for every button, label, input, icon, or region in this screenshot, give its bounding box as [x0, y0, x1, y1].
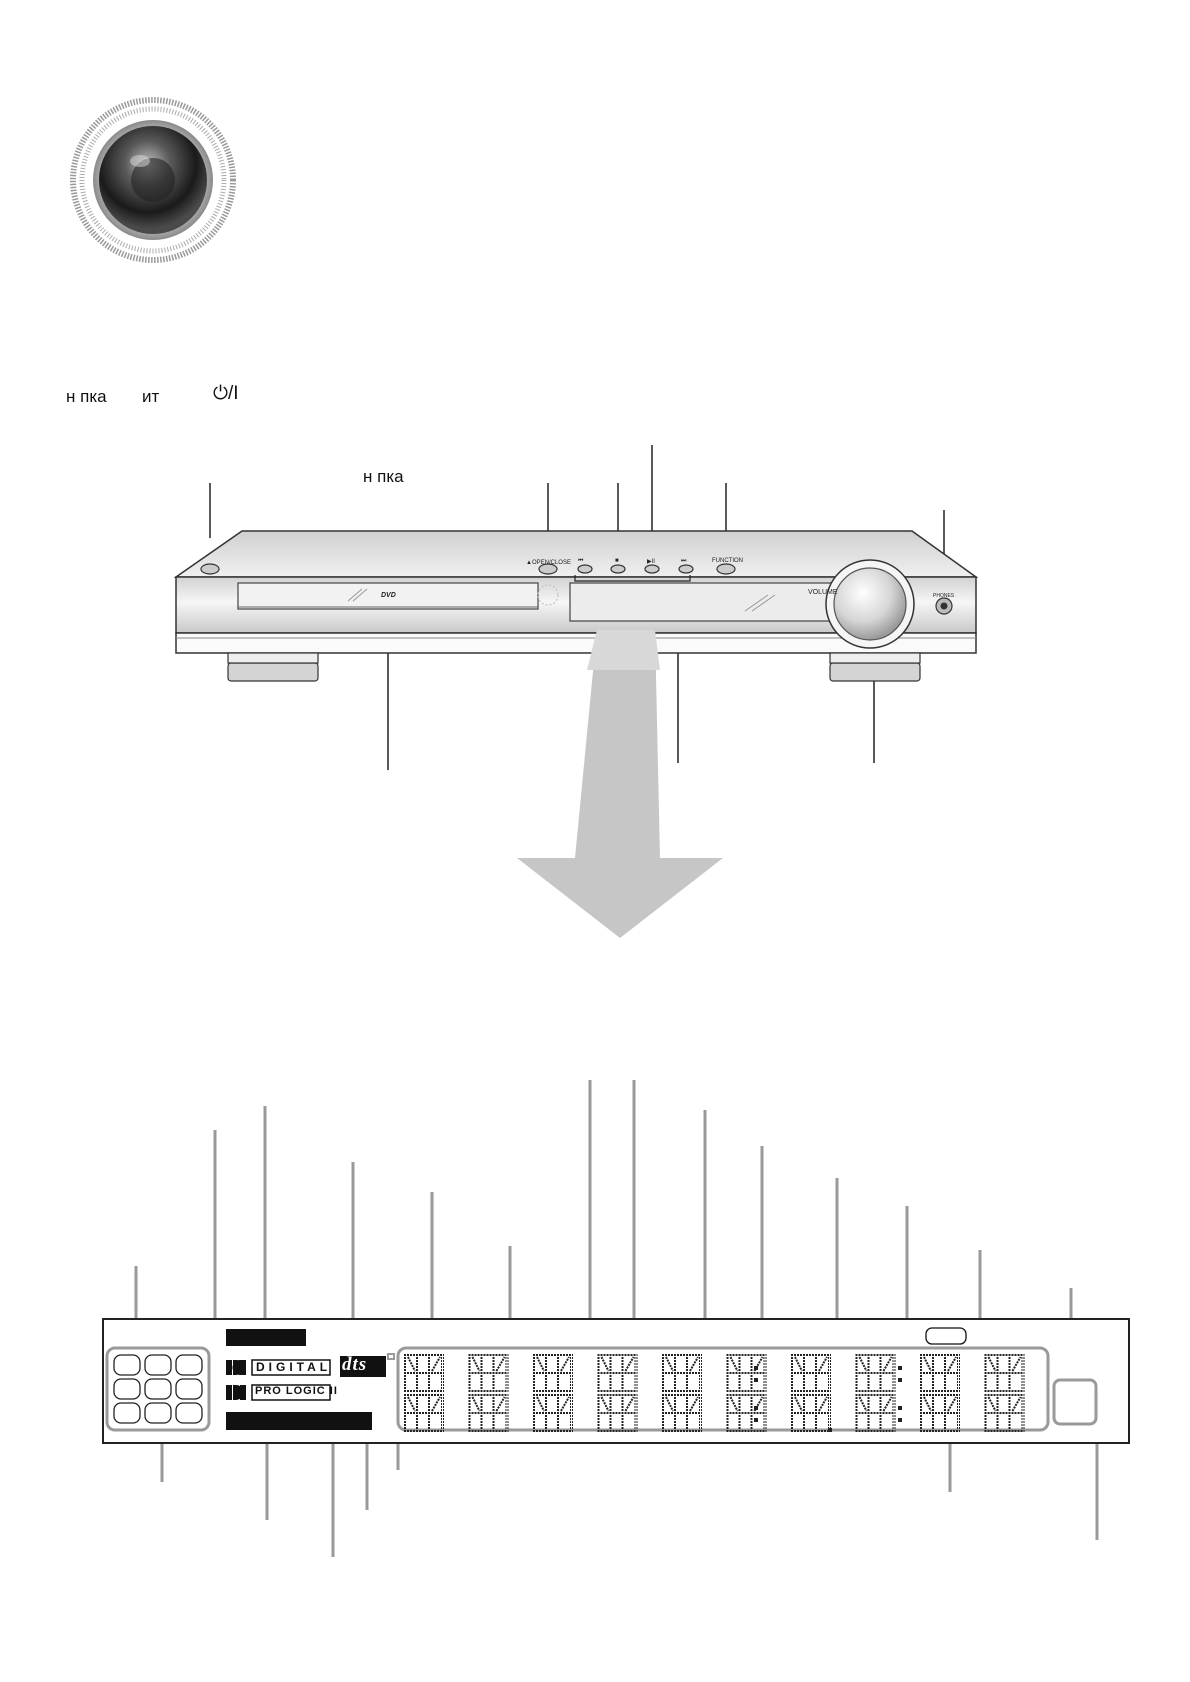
down-arrow-icon — [517, 630, 723, 938]
function-button-label: FUNCTION — [712, 558, 743, 564]
segment-digit — [403, 1393, 445, 1433]
segment-digit — [661, 1353, 703, 1393]
segment-digit — [532, 1353, 574, 1393]
standby-on-symbol: ⏻/I — [213, 383, 239, 404]
segment-colon — [898, 1406, 902, 1410]
digital-label: DIGITAL — [256, 1360, 332, 1374]
segment-digit — [790, 1393, 832, 1433]
pro-logic-label: PRO LOGIC II — [255, 1385, 338, 1397]
segment-digit — [596, 1353, 639, 1393]
open-close-button-label: ▲OPEN/CLOSE — [526, 560, 571, 566]
segment-digit — [725, 1393, 768, 1433]
segment-digit — [919, 1353, 961, 1393]
play-pause-button-label: ▶II — [647, 559, 655, 565]
segment-digit — [854, 1393, 897, 1433]
prev-button-label: ⏮ — [578, 558, 584, 564]
segment-colon — [898, 1418, 902, 1422]
next-button-label: ⏭ — [681, 558, 687, 564]
disc-logo — [68, 95, 238, 265]
segment-colon — [898, 1366, 902, 1370]
dolby-digital-logo-icon — [226, 1360, 246, 1375]
speaker-channel-indicators — [105, 1346, 211, 1432]
dolby-pro-logic-logo-icon — [226, 1385, 246, 1400]
segment-digit — [983, 1353, 1026, 1393]
segment-digit — [983, 1393, 1026, 1433]
segment-digit — [467, 1393, 510, 1433]
volume-label: VOLUME — [808, 589, 838, 596]
segment-digit — [854, 1353, 897, 1393]
stop-button-label: ■ — [615, 558, 619, 564]
segment-dot — [828, 1428, 832, 1432]
button-label: н пка — [363, 467, 404, 486]
segment-digit — [661, 1393, 703, 1433]
segment-digit — [596, 1393, 639, 1433]
segment-digit — [919, 1393, 961, 1433]
segment-digit — [725, 1353, 768, 1393]
segment-colon — [754, 1406, 758, 1410]
segment-colon — [898, 1378, 902, 1382]
power-button-label-2: ит — [142, 387, 160, 406]
receiver-front-panel — [173, 530, 979, 682]
front-display-panel: DIGITAL PRO LOGIC II dts — [102, 1318, 1130, 1444]
phones-label: PHONES — [933, 593, 955, 599]
dts-logo: dts — [342, 1354, 368, 1375]
segment-colon — [754, 1418, 758, 1422]
segment-digit — [467, 1353, 510, 1393]
dvd-logo: DVD — [381, 592, 396, 599]
segment-colon — [754, 1366, 758, 1370]
segment-digit — [532, 1393, 574, 1433]
segment-colon — [754, 1378, 758, 1382]
segment-digit — [790, 1353, 832, 1393]
power-button-label: н пка — [66, 387, 107, 406]
display-graphics — [105, 1327, 1098, 1433]
segment-digit — [403, 1353, 445, 1393]
